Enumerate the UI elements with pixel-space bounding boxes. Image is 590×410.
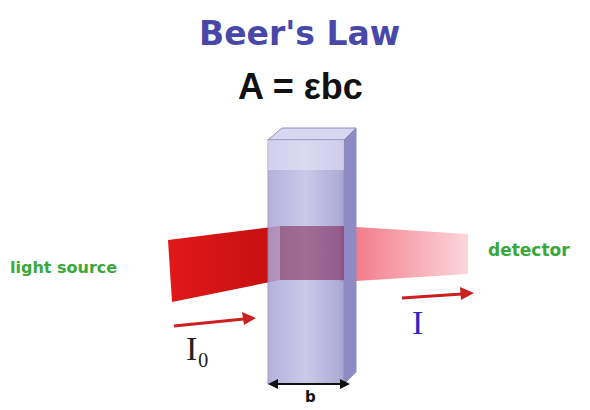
transmitted-arrow <box>402 287 474 300</box>
source-label: light source <box>10 258 117 277</box>
transmitted-intensity: I <box>412 304 423 342</box>
path-length-arrow <box>268 379 350 389</box>
incident-intensity: I₀ <box>186 330 209 368</box>
path-length: b <box>305 388 316 406</box>
title: Beer's Law <box>199 14 400 53</box>
incident-arrow <box>174 312 256 326</box>
cuvette <box>268 128 356 384</box>
detector-label: detector <box>488 240 570 260</box>
formula: A = εbc <box>238 66 363 108</box>
incident-beam <box>168 226 280 302</box>
transmitted-beam <box>340 226 468 282</box>
